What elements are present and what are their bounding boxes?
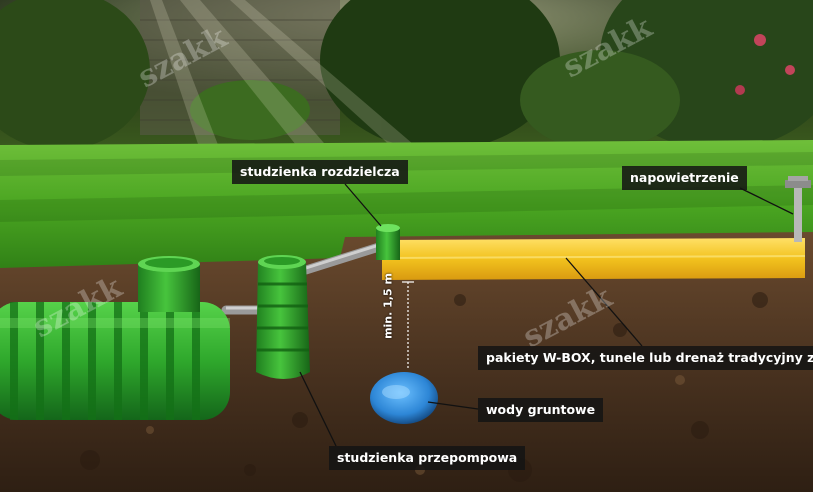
packages-label: pakiety W-BOX, tunele lub drenaż tradycy… xyxy=(478,346,813,370)
depth-label: min. 1,5 m xyxy=(381,273,395,339)
groundwater-label: wody gruntowe xyxy=(478,398,604,422)
septic-tank xyxy=(0,256,230,420)
pump-well-label: studzienka przepompowa xyxy=(329,446,526,470)
leader-lines xyxy=(299,183,794,447)
pump-well xyxy=(256,255,310,379)
distribution-well-label: studzienka rozdzielcza xyxy=(232,160,408,184)
groundwater-pool xyxy=(370,372,438,424)
aeration-label: napowietrzenie xyxy=(622,166,747,190)
distribution-well xyxy=(376,224,400,260)
